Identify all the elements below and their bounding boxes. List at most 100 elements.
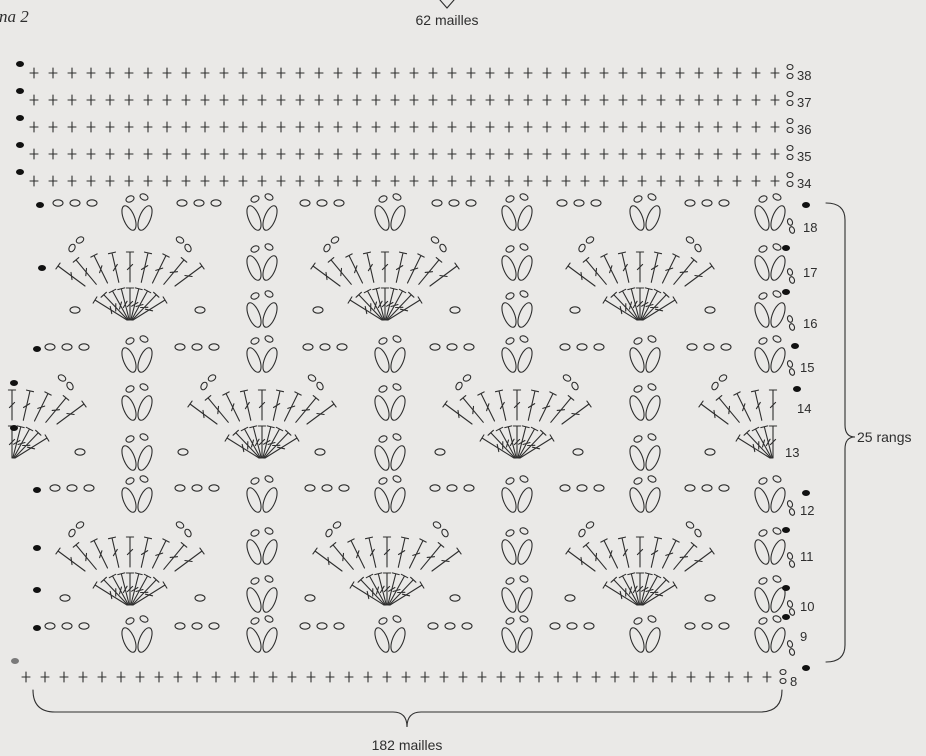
row-label-11: 11 [800, 549, 814, 564]
row-label-8: 8 [790, 674, 797, 689]
chain-stitch [519, 575, 529, 584]
double-crochet-stitch [769, 390, 776, 420]
single-crochet-stitch [600, 95, 608, 105]
cluster-petal [244, 486, 264, 514]
double-crochet-stitch [562, 401, 591, 424]
chain-stitch [139, 193, 149, 202]
cluster-petal [372, 626, 392, 654]
double-crochet-stitch [241, 390, 251, 420]
chain-stitch [250, 529, 260, 538]
single-crochet-stitch [391, 176, 399, 186]
single-crochet-stitch [68, 149, 76, 159]
chain-stitch [439, 243, 448, 253]
cluster-petal [627, 444, 647, 472]
single-crochet-stitch [543, 122, 551, 132]
single-crochet-stitch [258, 122, 266, 132]
double-crochet-stitch [311, 263, 340, 286]
cluster-petal [515, 346, 535, 374]
single-crochet-stitch [429, 68, 437, 78]
chain-stitch [718, 374, 728, 383]
chain-stitch [175, 485, 185, 491]
chain-stitch [758, 195, 768, 204]
double-crochet-stitch [619, 537, 629, 567]
single-crochet-stitch [505, 149, 513, 159]
double-crochet-stitch [258, 390, 265, 420]
single-crochet-stitch [68, 95, 76, 105]
single-crochet-stitch [429, 95, 437, 105]
chain-stitch [719, 623, 729, 629]
chain-stitch [591, 200, 601, 206]
cluster-petal [768, 204, 788, 232]
chain-stitch [45, 623, 55, 629]
chain-stitch [577, 344, 587, 350]
single-crochet-stitch [334, 176, 342, 186]
single-crochet-stitch [744, 672, 752, 682]
single-crochet-stitch [619, 122, 627, 132]
single-crochet-stitch [106, 122, 114, 132]
single-crochet-stitch [486, 122, 494, 132]
cluster-petal [515, 626, 535, 654]
single-crochet-stitch [68, 68, 76, 78]
double-crochet-stitch [410, 539, 427, 568]
chain-stitch [139, 475, 149, 484]
single-crochet-stitch [22, 672, 30, 682]
double-crochet-stitch [109, 252, 119, 282]
single-crochet-stitch [543, 176, 551, 186]
cluster-petal [119, 486, 139, 514]
single-crochet-stitch [600, 68, 608, 78]
chain-stitch [264, 243, 274, 252]
chain-stitch [209, 623, 219, 629]
chain-stitch [787, 74, 793, 79]
single-crochet-stitch [220, 68, 228, 78]
single-crochet-stitch [562, 95, 570, 105]
chain-stitch [758, 245, 768, 254]
chain-stitch [758, 577, 768, 586]
cluster-petal [768, 538, 788, 566]
chain-stitch [322, 485, 332, 491]
single-crochet-stitch [771, 149, 779, 159]
single-crochet-stitch [250, 672, 258, 682]
chain-stitch [787, 128, 793, 133]
chain-stitch [139, 433, 149, 442]
single-crochet-stitch [49, 95, 57, 105]
chain-stitch [62, 623, 72, 629]
single-crochet-stitch [733, 149, 741, 159]
single-crochet-stitch [448, 176, 456, 186]
chain-stitch [139, 383, 149, 392]
single-crochet-stitch [695, 122, 703, 132]
single-crochet-stitch [296, 95, 304, 105]
single-crochet-stitch [505, 68, 513, 78]
double-crochet-stitch [528, 390, 538, 420]
single-crochet-stitch [706, 672, 714, 682]
single-crochet-stitch [201, 122, 209, 132]
cluster-petal [752, 301, 772, 329]
chain-stitch [787, 640, 794, 648]
chain-stitch [647, 335, 657, 344]
cluster-petal [515, 538, 535, 566]
single-crochet-stitch [619, 95, 627, 105]
single-crochet-stitch [524, 122, 532, 132]
slip-knot-dot [782, 527, 790, 533]
cluster-petal [244, 586, 264, 614]
double-crochet-stitch [566, 263, 595, 286]
single-crochet-stitch [296, 149, 304, 159]
slip-knot-dot [33, 545, 41, 551]
single-crochet-stitch [277, 176, 285, 186]
chain-stitch [139, 335, 149, 344]
chain-stitch [772, 290, 782, 299]
chain-stitch [307, 374, 317, 383]
chain-stitch [300, 200, 310, 206]
chain-stitch [705, 595, 715, 601]
single-crochet-stitch [714, 176, 722, 186]
chain-stitch [685, 236, 695, 245]
chain-stitch [264, 335, 274, 344]
single-crochet-stitch [106, 176, 114, 186]
chain-stitch [264, 290, 274, 299]
single-crochet-stitch [201, 176, 209, 186]
cluster-petal [752, 626, 772, 654]
single-crochet-stitch [315, 68, 323, 78]
single-crochet-stitch [771, 122, 779, 132]
single-crochet-stitch [695, 176, 703, 186]
double-crochet-stitch [636, 537, 643, 567]
chain-stitch [685, 485, 695, 491]
